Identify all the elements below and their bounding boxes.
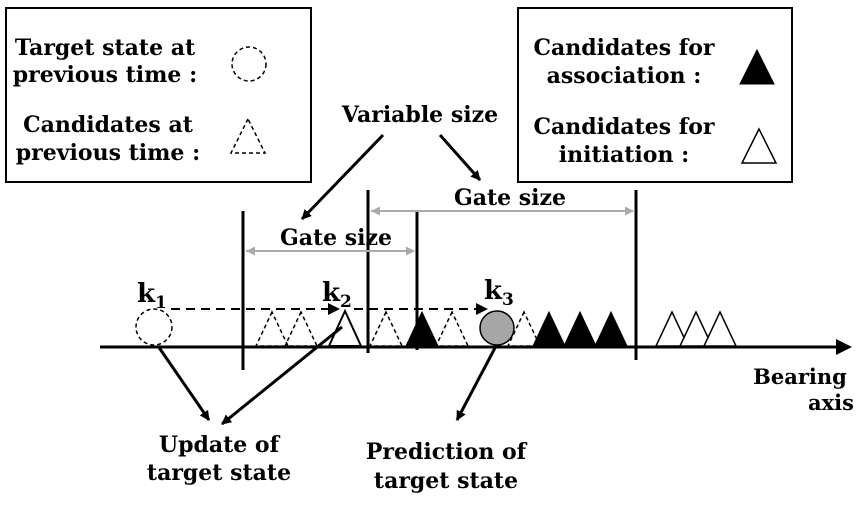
axis-label-line1: Bearing: [753, 364, 847, 389]
prediction-label-line2: target state: [374, 468, 518, 494]
legend-initiation-line1: Candidates for: [533, 114, 714, 140]
legend-association-line1: Candidates for: [533, 35, 714, 61]
update-label-line2: target state: [147, 460, 291, 486]
previous-candidate: [283, 310, 319, 347]
previous-candidate: [368, 310, 404, 347]
candidate-previous-legend-icon: [229, 117, 267, 154]
axis-label-line2: axis: [808, 390, 854, 415]
bearing-axis-arrowhead: [836, 339, 852, 355]
candidate-initiation-legend-icon: [740, 127, 778, 164]
legend-right: Candidates for association : Candidates …: [517, 7, 793, 183]
gate-size-right-arrowhead-start: [371, 206, 380, 216]
association-candidate: [405, 310, 439, 347]
k1-label: k1: [137, 279, 167, 313]
gate-size-left-arrowhead-start: [246, 246, 255, 256]
target-state-k1: [135, 308, 173, 346]
variable-size-arrow-left: [300, 133, 385, 221]
update-arrow-from-k2: [221, 325, 343, 426]
prediction-label-line1: Prediction of: [366, 439, 528, 465]
legend-target-state-line1: Target state at: [15, 35, 196, 61]
legend-association-line2: association :: [547, 63, 702, 89]
legend-initiation-line2: initiation :: [559, 142, 689, 168]
candidate-association-legend-icon: [739, 48, 775, 85]
association-candidates: [405, 310, 628, 347]
legend-left-box: [5, 7, 312, 183]
previous-candidate: [254, 310, 290, 347]
variable-size-label: Variable size: [341, 102, 498, 128]
initiation-candidates: [654, 310, 738, 347]
legend-left: Target state at previous time : Candidat…: [5, 7, 312, 183]
association-candidate: [532, 310, 566, 347]
legend-target-state-line2: previous time :: [13, 62, 197, 88]
variable-size-arrow-right: [438, 134, 482, 181]
initiation-candidate: [678, 310, 714, 347]
target-state-legend-icon: [231, 46, 267, 82]
update-label-line1: Update of: [159, 432, 281, 458]
initiation-candidate: [654, 310, 690, 347]
gate-size-left-label: Gate size: [280, 225, 392, 251]
track-arrowhead-k2: [328, 303, 340, 315]
prediction-arrow: [455, 345, 498, 421]
update-arrow-from-k1: [156, 345, 211, 421]
gate-size-right-label: Gate size: [454, 185, 566, 211]
association-candidate: [594, 310, 628, 347]
initiation-candidate: [702, 310, 738, 347]
legend-candidates-line1: Candidates at: [23, 112, 194, 138]
target-state-k2: [327, 308, 363, 347]
k2-label: k2: [322, 278, 352, 312]
previous-candidate: [434, 310, 470, 347]
track-arrowhead-k3: [476, 303, 488, 315]
k3-label: k3: [484, 276, 514, 310]
association-candidate: [563, 310, 597, 347]
target-state-k3-prediction: [479, 310, 515, 346]
legend-candidates-line2: previous time :: [16, 140, 200, 166]
